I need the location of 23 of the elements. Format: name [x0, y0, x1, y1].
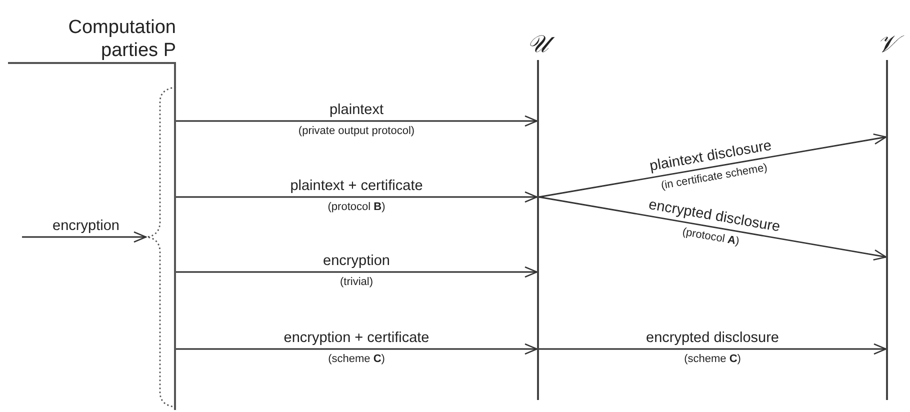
- arrow: [539, 343, 887, 355]
- arrow: [22, 231, 147, 243]
- arrow: [176, 266, 538, 278]
- edge-label: encryption + certificate: [282, 330, 432, 346]
- arrow: [176, 191, 538, 203]
- edge-note: (scheme C): [326, 353, 387, 366]
- edge-label: plaintext + certificate: [288, 178, 425, 194]
- edge-note: (scheme C): [682, 353, 743, 366]
- arrow: [176, 343, 538, 355]
- arrow: [176, 115, 538, 127]
- curly-brace: [146, 86, 178, 408]
- edge-label: encrypted disclosure: [644, 330, 781, 346]
- edge-note: (protocol B): [326, 201, 388, 214]
- edge-note: (private output protocol): [296, 125, 417, 138]
- edge-label: encryption: [321, 253, 392, 269]
- arrow: [538, 133, 887, 198]
- participant-label: Computation parties P: [67, 16, 176, 62]
- participant-label: 𝒰: [521, 30, 555, 58]
- edge-label: encryption: [50, 218, 122, 234]
- arrow: [538, 196, 887, 261]
- edge-label: plaintext: [328, 102, 386, 118]
- participant-label: 𝒱: [871, 30, 903, 58]
- edge-note: (trivial): [338, 276, 375, 289]
